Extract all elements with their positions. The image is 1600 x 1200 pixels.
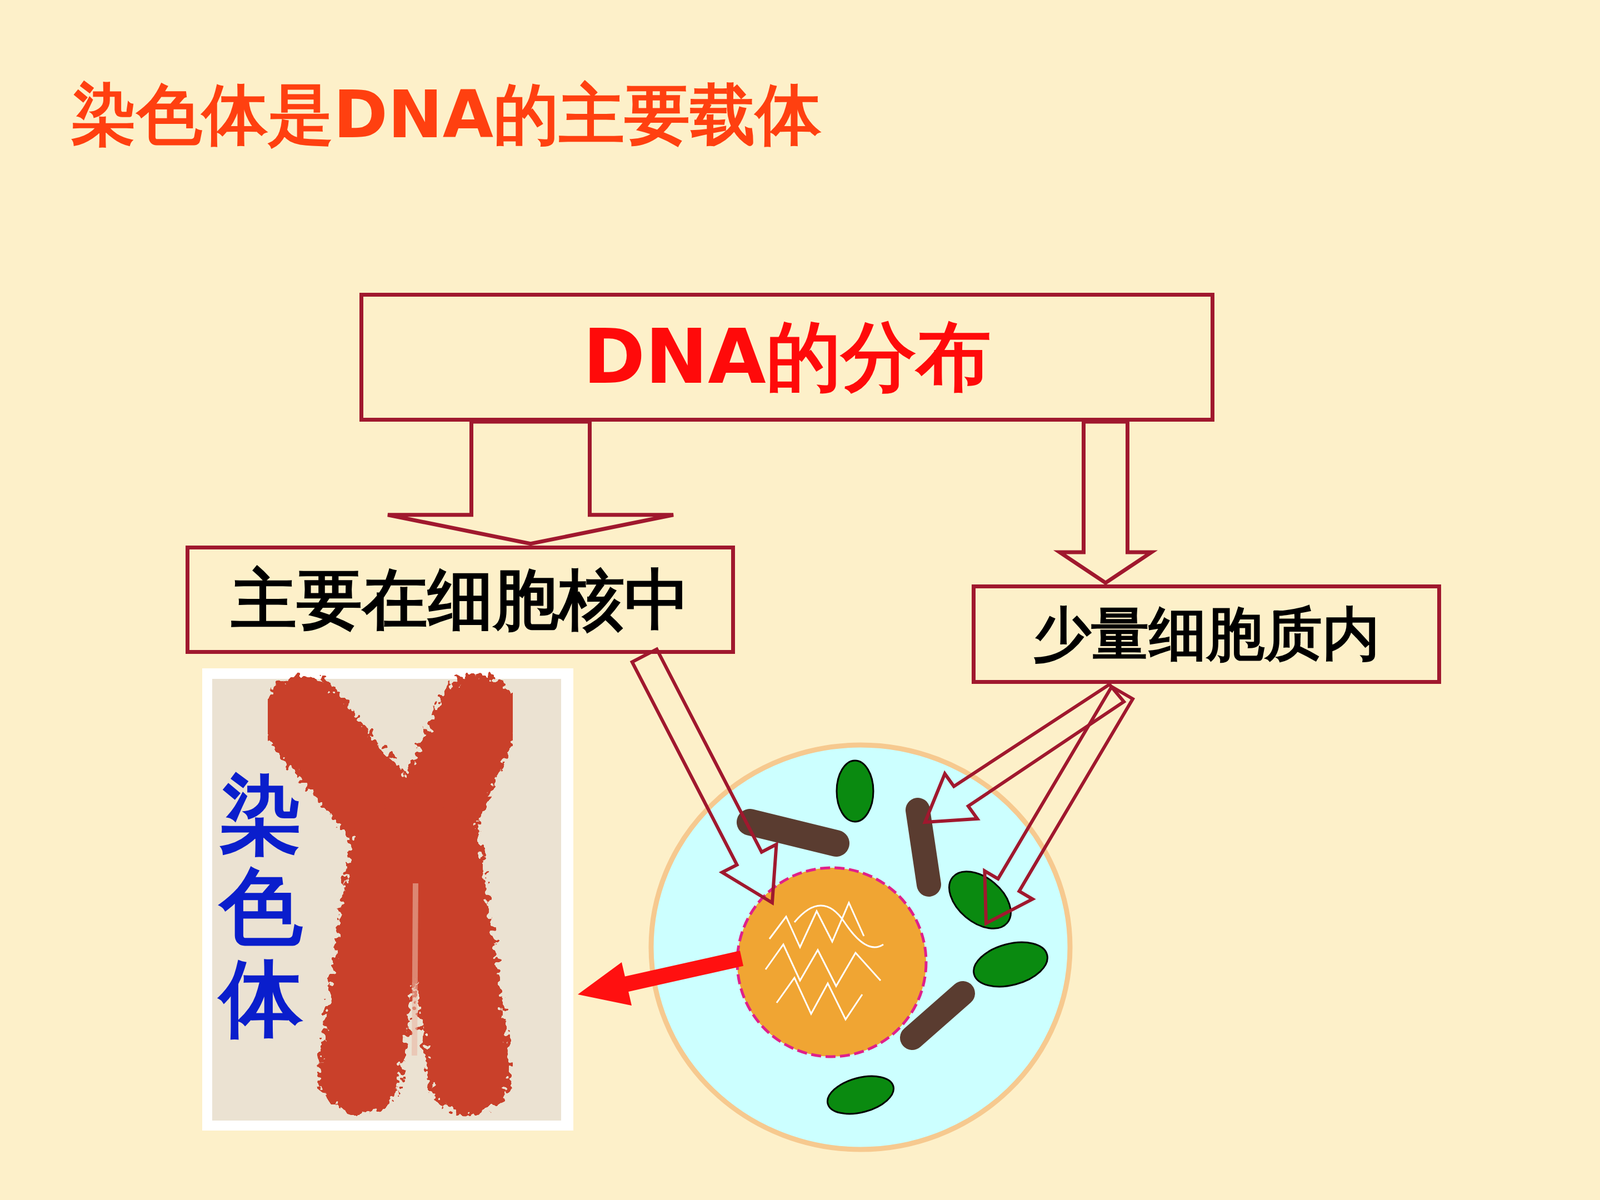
text-box: 主要在细胞核中 xyxy=(185,545,735,655)
nucleus xyxy=(737,867,927,1057)
hollow-arrow xyxy=(387,421,674,544)
chromatin-thread xyxy=(776,977,863,1020)
chloroplast xyxy=(938,860,1022,940)
chromatin-thread xyxy=(765,944,881,987)
chloroplast xyxy=(823,1069,898,1120)
pointer-arrow xyxy=(632,649,777,904)
text-box: 少量细胞质内 xyxy=(971,584,1442,684)
box-text: 主要在细胞核中 xyxy=(231,560,690,640)
chromatin xyxy=(765,902,884,1020)
mitochondrion xyxy=(912,993,963,1038)
red-arrow-head xyxy=(577,962,632,1006)
chloroplast xyxy=(836,760,874,822)
box-text: DNA的分布 xyxy=(582,312,992,403)
mitochondrion xyxy=(750,822,837,844)
title: 染色体是DNA的主要载体 xyxy=(71,71,822,160)
box-text: 少量细胞质内 xyxy=(1033,599,1380,669)
picture-label: 染色体 xyxy=(219,769,303,1045)
text-box: DNA的分布 xyxy=(359,292,1215,422)
chloroplast xyxy=(968,935,1053,995)
pointer-arrow xyxy=(925,684,1124,823)
chromosome xyxy=(302,716,478,1073)
chromatin-thread xyxy=(794,905,884,948)
centromere xyxy=(380,816,448,867)
red-arrow-shaft xyxy=(625,958,742,985)
chromatin-thread xyxy=(769,902,864,948)
chromatid-gap xyxy=(414,883,416,1056)
cell-membrane xyxy=(651,745,1070,1150)
photo-frame xyxy=(202,668,574,1131)
hollow-arrow xyxy=(1060,421,1152,583)
photo-ground xyxy=(212,678,562,1121)
pointer-arrow xyxy=(984,686,1133,924)
